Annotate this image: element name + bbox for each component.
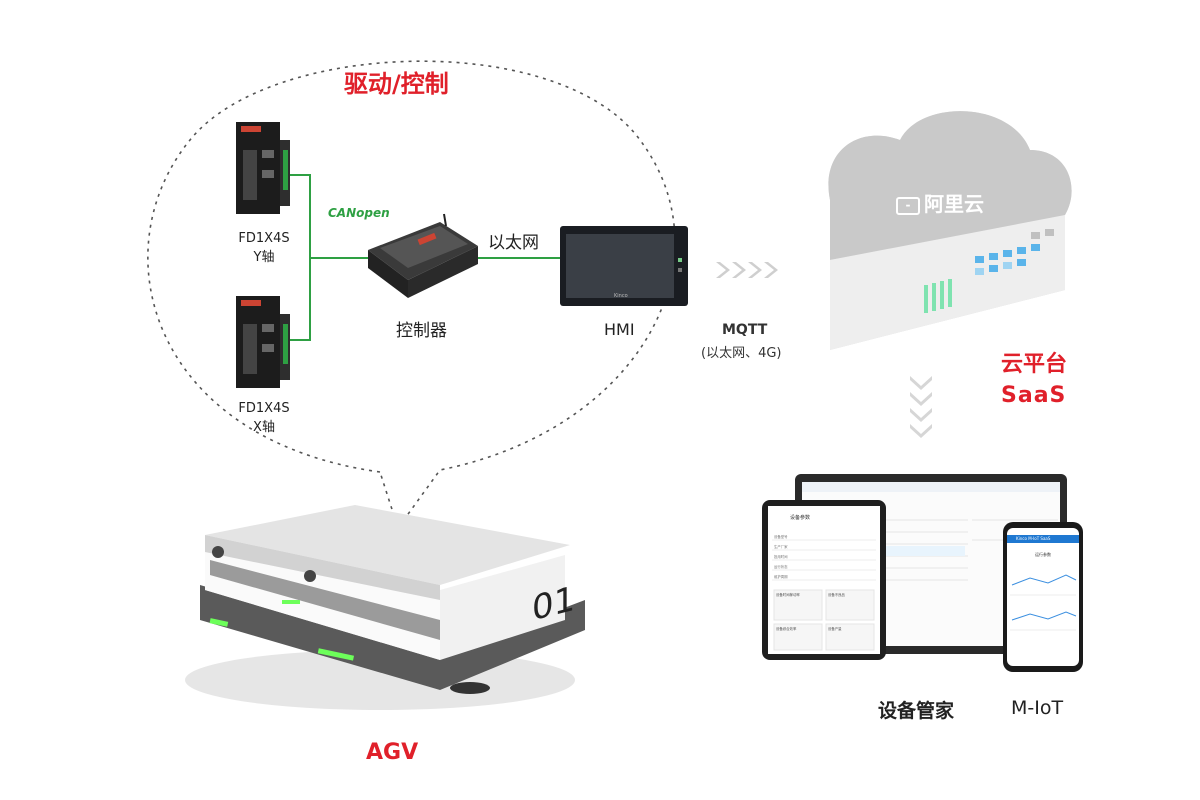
hmi-brand: Kinco bbox=[614, 293, 628, 299]
cloud-icon bbox=[828, 111, 1072, 350]
arrow-down-icon bbox=[910, 376, 932, 438]
protocol-line2: (以太网、4G) bbox=[701, 346, 782, 361]
tablet-stat: 设备时间稼动率 bbox=[776, 593, 800, 597]
servo-driver-y bbox=[236, 122, 290, 214]
mobile-phone bbox=[1003, 522, 1083, 672]
tablet-row: 投用时间 bbox=[774, 555, 788, 559]
servo-driver-x bbox=[236, 296, 290, 388]
ethernet-label: 以太网 bbox=[488, 233, 539, 253]
cloud-title: 云平台 bbox=[1001, 352, 1068, 377]
tablet-row: 生产厂家 bbox=[774, 545, 788, 549]
arrow-right-icon bbox=[716, 262, 778, 278]
tablet-row: 运行状态 bbox=[774, 565, 788, 569]
agv-label: AGV bbox=[366, 740, 419, 765]
controller-label: 控制器 bbox=[396, 321, 447, 341]
miot-label: M-IoT bbox=[1011, 697, 1064, 719]
driver-y-model: FD1X4S bbox=[238, 231, 290, 246]
hmi-label: HMI bbox=[604, 320, 635, 339]
cloud-brand: -阿里云 bbox=[896, 188, 984, 217]
aliyun-logo-icon: - bbox=[896, 196, 920, 215]
agv-robot bbox=[185, 505, 585, 710]
canopen-wiring bbox=[290, 174, 560, 341]
tablet-row: 设备型号 bbox=[774, 535, 788, 539]
cloud-subtitle: SaaS bbox=[1001, 383, 1067, 408]
phone-header: Kinco M-IoT SaaS bbox=[1016, 536, 1051, 541]
tablet-header: 设备参数 bbox=[790, 515, 811, 521]
driver-x-axis: X轴 bbox=[253, 420, 275, 435]
device-manager-label: 设备管家 bbox=[878, 700, 955, 722]
tablet-stat: 设备产量 bbox=[828, 627, 842, 631]
protocol-line1: MQTT bbox=[722, 322, 768, 338]
tablet-stat: 设备不良品 bbox=[828, 593, 845, 597]
tablet-rows: 设备型号 生产厂家 投用时间 运行状态 维护周期 bbox=[774, 532, 878, 582]
phone-title: 运行参数 bbox=[1035, 552, 1051, 557]
section-title: 驱动/控制 bbox=[344, 70, 449, 98]
hmi-panel bbox=[560, 226, 688, 306]
tablet-row: 维护周期 bbox=[774, 575, 788, 579]
driver-x-model: FD1X4S bbox=[238, 401, 290, 416]
tablet-device bbox=[762, 500, 886, 660]
driver-y-axis: Y轴 bbox=[253, 250, 275, 265]
canopen-logo: CANopen bbox=[328, 206, 390, 220]
tablet-stat: 设备综合效率 bbox=[776, 627, 797, 631]
cloud-brand-text: 阿里云 bbox=[924, 192, 984, 216]
motion-controller bbox=[368, 213, 478, 298]
